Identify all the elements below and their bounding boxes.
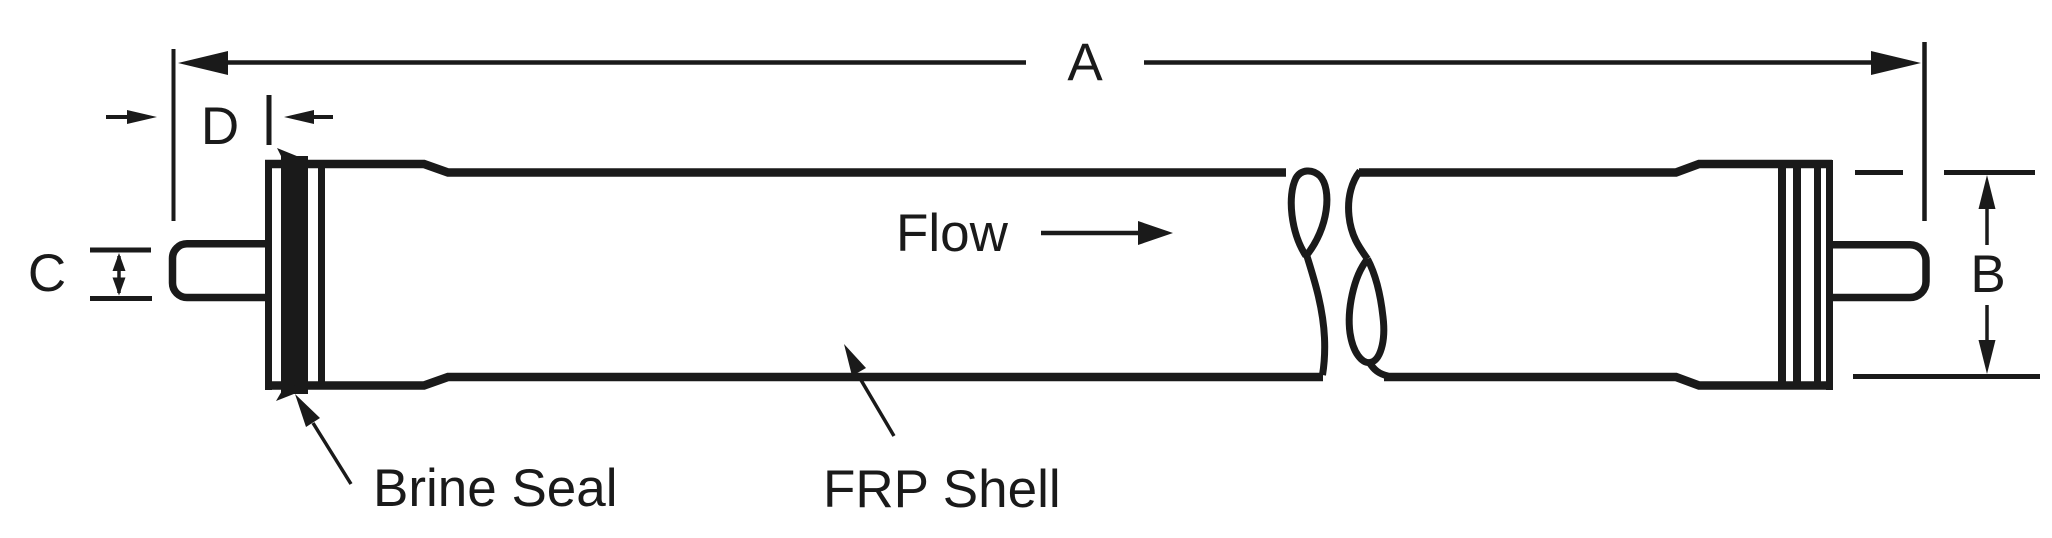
left-end-cap: [265, 148, 325, 401]
dim-a-label: A: [1067, 33, 1103, 92]
shell-top-edge-left: [265, 159, 1286, 177]
brine-seal-arrow-line: [311, 422, 353, 485]
permeate-stub-left: [168, 240, 268, 302]
dimension-c: C: [28, 244, 152, 303]
brine-seal: [276, 148, 309, 401]
dim-a-arrowhead-left: [178, 51, 228, 75]
pipe-break-right-loop: [1345, 256, 1388, 366]
dim-c-label: C: [28, 244, 66, 303]
shell-bottom-edge-right: [1384, 372, 1832, 390]
pipe-break-left-loop: [1287, 167, 1331, 259]
frp-shell-arrowhead: [844, 344, 866, 376]
permeate-stub-right: [1832, 241, 1930, 302]
dim-c-arrowhead-up: [112, 253, 126, 271]
dim-b-arrowhead-up: [1978, 175, 1996, 209]
frp-shell-outline: [265, 159, 1832, 390]
dimension-d: D: [106, 95, 333, 156]
flow-annotation: Flow: [896, 204, 1173, 263]
flow-label: Flow: [896, 204, 1009, 263]
brine-seal-bottom-lip: [276, 384, 309, 401]
frp-shell-label: FRP Shell: [823, 460, 1061, 519]
dim-d-arrowhead-left: [127, 110, 157, 124]
pipe-break: [1287, 167, 1389, 380]
brine-seal-label: Brine Seal: [373, 459, 618, 518]
dim-d-label: D: [201, 97, 239, 156]
dim-b-arrowhead-down: [1978, 340, 1996, 374]
dimension-b: B: [1853, 170, 2040, 379]
frp-shell-arrow-line: [856, 374, 896, 437]
brine-seal-bar: [281, 156, 308, 394]
flow-arrowhead: [1138, 221, 1173, 245]
pipe-break-right-entry: [1345, 168, 1371, 262]
dim-b-label: B: [1970, 245, 2005, 304]
pipe-break-left-tail: [1302, 251, 1329, 376]
shell-bottom-edge-left: [265, 372, 1323, 390]
brine-seal-arrowhead: [295, 394, 320, 427]
shell-top-edge-right: [1359, 159, 1832, 177]
brine-seal-callout: Brine Seal: [295, 394, 618, 518]
right-end-cap: [1778, 160, 1833, 390]
dimension-a: A: [171, 33, 1927, 221]
frp-shell-callout: FRP Shell: [823, 344, 1061, 519]
dim-c-arrowhead-down: [112, 277, 126, 296]
brine-seal-top-lip: [277, 148, 309, 166]
dim-a-arrowhead-right: [1871, 51, 1921, 75]
dim-d-arrowhead-right: [284, 110, 314, 124]
pipe-break-right-join: [1366, 360, 1389, 380]
